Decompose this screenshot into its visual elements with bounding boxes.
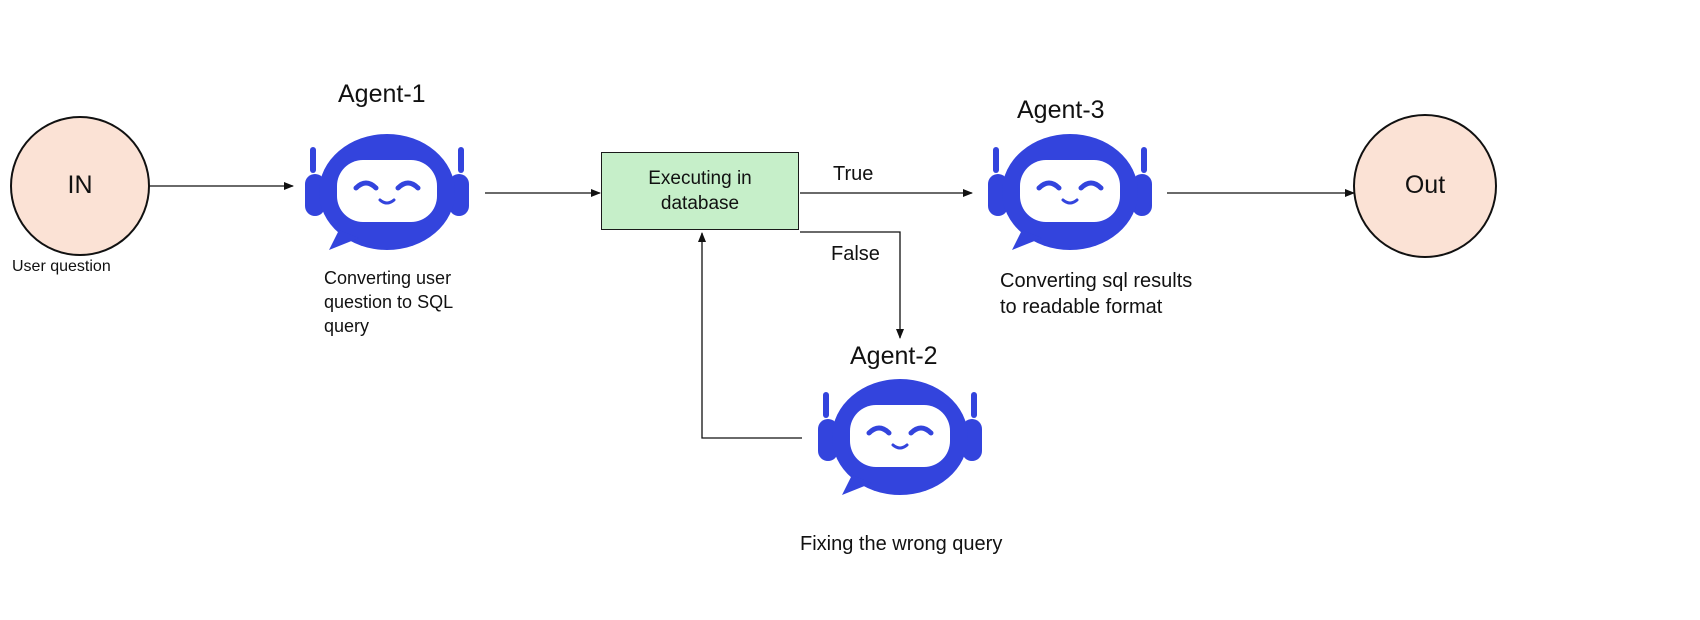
process-box-label: Executing in database [648,168,752,214]
agent1-robot-icon [305,134,469,250]
agent2-robot-icon [818,379,982,495]
input-node-label: IN [67,171,93,199]
agent2-title: Agent-2 [850,342,938,370]
agent3-title: Agent-3 [1017,96,1105,124]
arrow-agent2-to-process [698,232,802,439]
arrow-process-to-agent2 [800,231,904,339]
agent2-description: Fixing the wrong query [800,533,1003,555]
process-box-executing: Executing in database [601,152,799,230]
output-node-circle [1353,114,1497,258]
input-node-circle [10,116,150,256]
input-node-caption: User question [12,258,111,275]
agent1-title: Agent-1 [338,80,426,108]
agent3-description: Converting sql results to readable forma… [1000,270,1193,318]
edge-label-false: False [831,243,880,265]
edge-label-true: True [833,163,874,185]
agent1-description: Converting user question to SQL query [324,268,453,336]
agent3-robot-icon [988,134,1152,250]
output-node-label: Out [1404,171,1446,199]
